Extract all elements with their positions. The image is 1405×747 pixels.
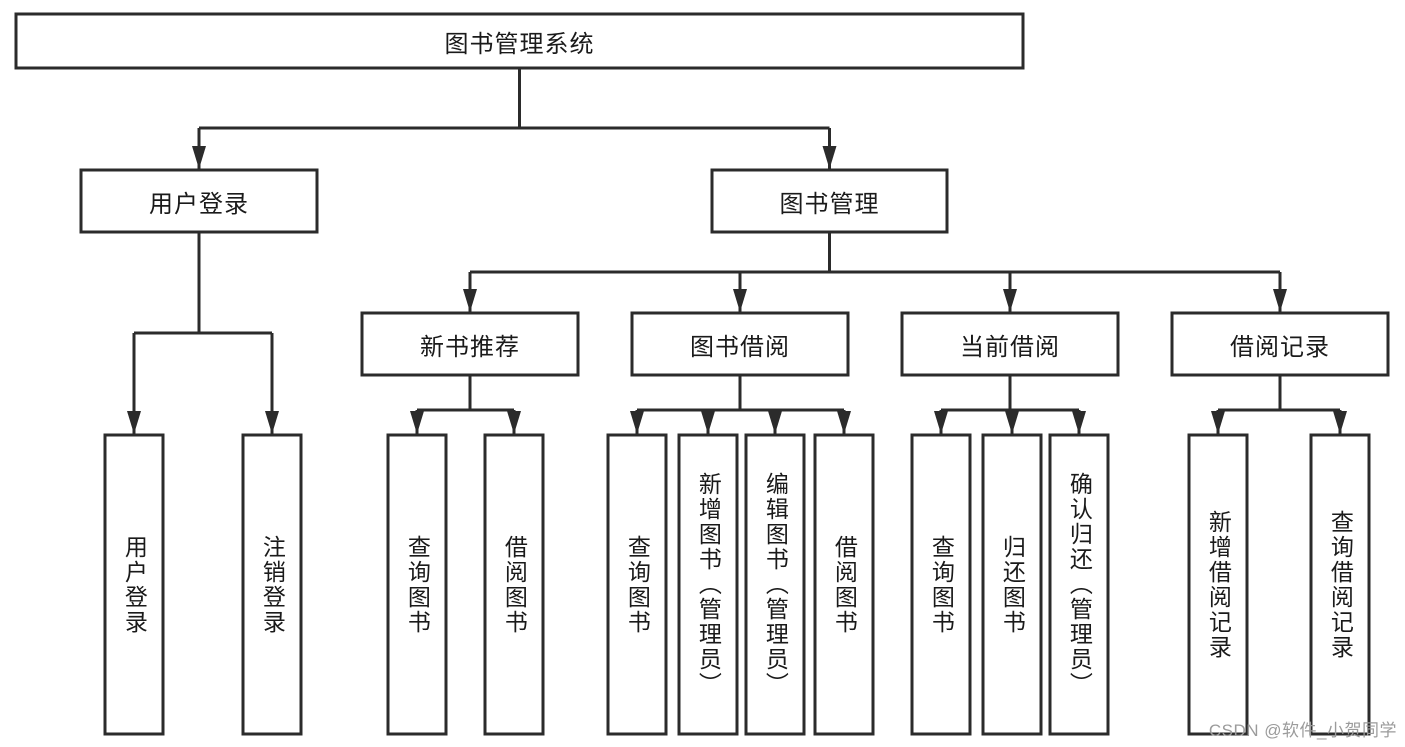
node-book-manage[interactable] (710, 168, 949, 234)
connector-lines (127, 68, 1347, 434)
arrow-to-leaf-query-book-3 (934, 411, 948, 434)
node-leaf-edit-book[interactable] (744, 433, 806, 736)
arrow-to-leaf-confirm-return (1072, 411, 1086, 434)
arrow-to-leaf-borrow-book-1 (507, 411, 521, 434)
node-leaf-user-login[interactable] (103, 433, 165, 736)
arrow-to-user-login (192, 146, 206, 169)
arrow-to-leaf-edit-book (768, 411, 782, 434)
node-leaf-query-book-2[interactable] (606, 433, 668, 736)
arrow-to-leaf-add-book (701, 411, 715, 434)
arrow-to-leaf-query-book-1 (410, 411, 424, 434)
node-title[interactable] (14, 12, 1025, 70)
arrow-to-leaf-return-book (1005, 411, 1019, 434)
node-book-borrow[interactable] (630, 311, 850, 377)
node-leaf-query-book-1[interactable] (386, 433, 448, 736)
node-leaf-query-record[interactable] (1309, 433, 1371, 736)
node-leaf-add-record[interactable] (1187, 433, 1249, 736)
node-user-login[interactable] (79, 168, 319, 234)
node-leaf-return-book[interactable] (981, 433, 1043, 736)
arrow-to-leaf-user-login (127, 411, 141, 434)
arrow-to-current-borrow (1003, 289, 1017, 312)
node-leaf-add-book[interactable] (677, 433, 739, 736)
node-boxes (14, 12, 1390, 736)
node-leaf-logout[interactable] (241, 433, 303, 736)
arrow-to-leaf-query-record (1333, 411, 1347, 434)
node-leaf-query-book-3[interactable] (910, 433, 972, 736)
node-borrow-record[interactable] (1170, 311, 1390, 377)
node-leaf-confirm-return[interactable] (1048, 433, 1110, 736)
arrow-to-leaf-add-record (1211, 411, 1225, 434)
node-current-borrow[interactable] (900, 311, 1120, 377)
node-leaf-borrow-book-1[interactable] (483, 433, 545, 736)
arrow-to-book-borrow (733, 289, 747, 312)
arrow-to-borrow-record (1273, 289, 1287, 312)
arrow-to-leaf-query-book-2 (630, 411, 644, 434)
arrow-to-leaf-borrow-book-2 (837, 411, 851, 434)
node-new-book-recommend[interactable] (360, 311, 580, 377)
arrow-to-book-manage (822, 146, 837, 169)
arrow-to-new-book-recommend (463, 289, 477, 312)
arrow-to-leaf-logout (265, 411, 279, 434)
node-leaf-borrow-book-2[interactable] (813, 433, 875, 736)
